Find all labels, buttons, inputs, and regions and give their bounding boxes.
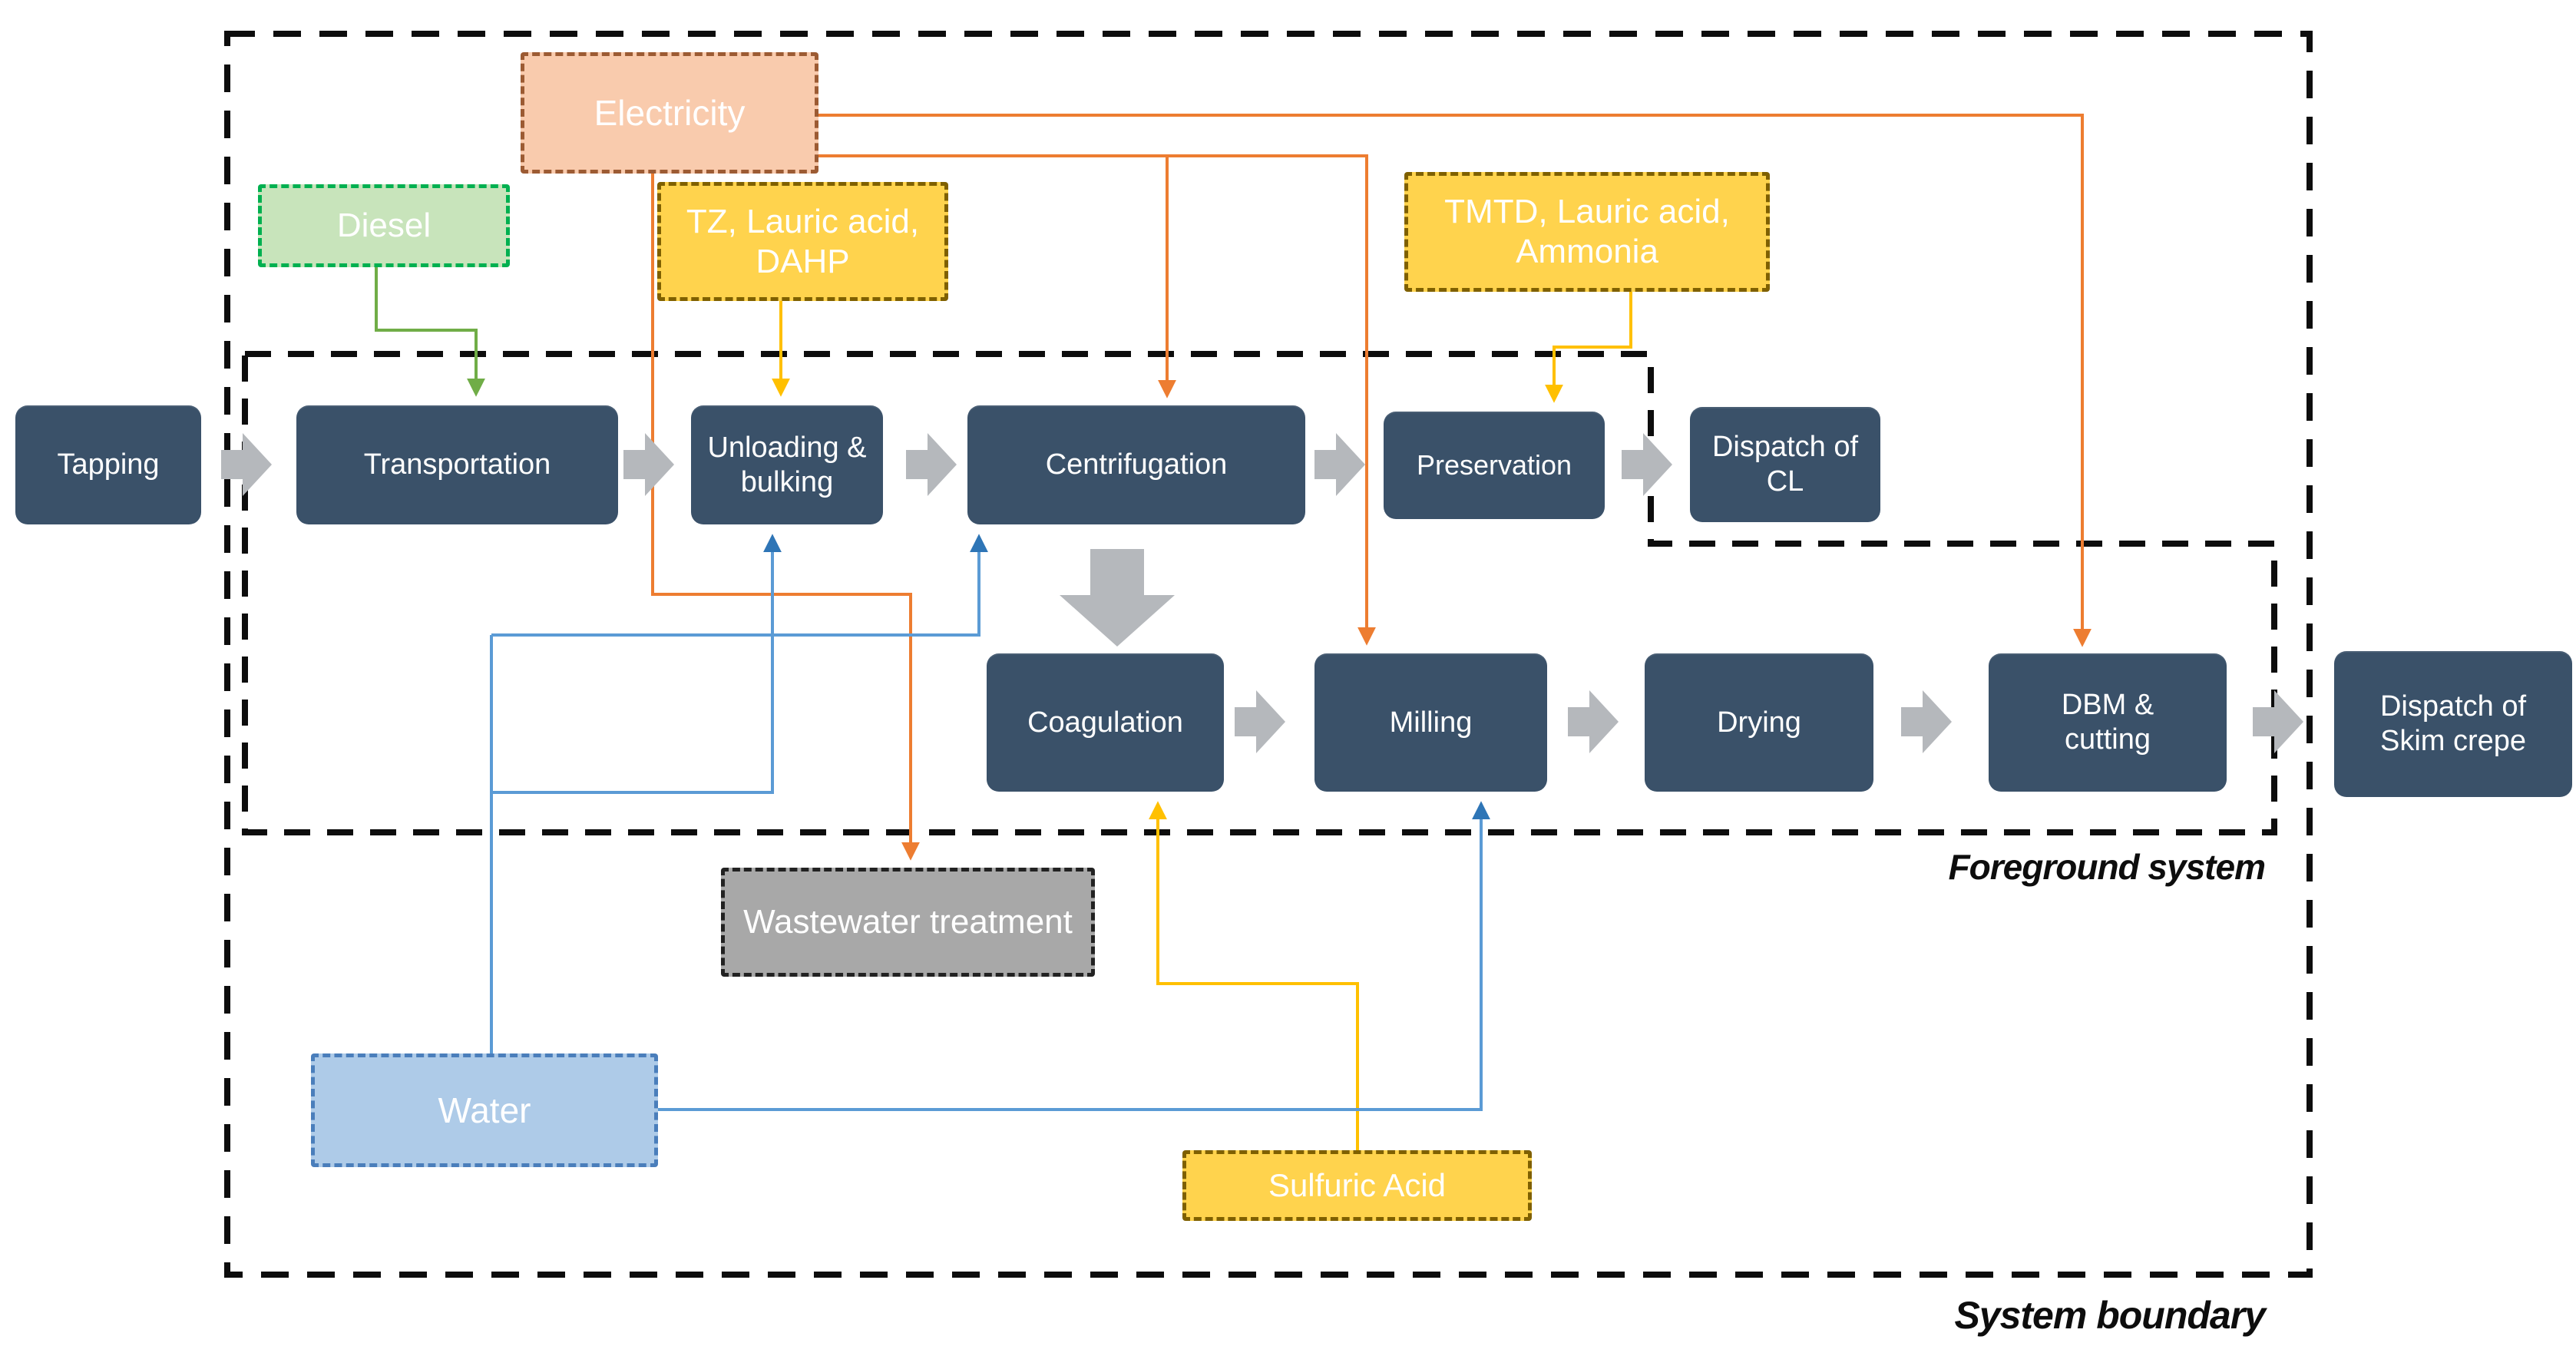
- process-box-transportation: Transportation: [296, 405, 618, 524]
- process-label-dbm-cutting: DBM & cutting: [2061, 689, 2154, 756]
- foreground-boundary: [242, 351, 2277, 835]
- chevron-dbm-dispatchskim: [2253, 690, 2303, 753]
- process-label-dispatch-cl: Dispatch of CL: [1711, 431, 1859, 498]
- process-box-coagulation: Coagulation: [987, 653, 1224, 792]
- process-label-milling: Milling: [1389, 706, 1473, 739]
- process-label-tapping: Tapping: [57, 448, 160, 481]
- input-box-diesel: Diesel: [258, 184, 510, 267]
- input-label-tmtd: TMTD, Lauric acid, Ammonia: [1444, 193, 1730, 270]
- input-box-sulfuric: Sulfuric Acid: [1182, 1150, 1532, 1221]
- process-label-centrifugation: Centrifugation: [1045, 448, 1228, 481]
- input-label-wastewater: Wastewater treatment: [743, 903, 1073, 941]
- process-label-dispatch-skim: Dispatch of Skim crepe: [2379, 690, 2527, 757]
- chevron-preservation-dispatchcl: [1622, 433, 1672, 496]
- system-boundary: [224, 31, 2313, 1278]
- process-box-milling: Milling: [1314, 653, 1547, 792]
- input-box-tmtd: TMTD, Lauric acid, Ammonia: [1404, 172, 1770, 292]
- process-box-unloading: Unloading & bulking: [691, 405, 883, 524]
- flow-tmtd-to-preservation: [1545, 292, 1632, 403]
- flow-water-to-milling: [658, 801, 1490, 1111]
- flow-sulfuric-to-coagulation: [1149, 801, 1359, 1150]
- input-label-sulfuric: Sulfuric Acid: [1268, 1167, 1447, 1204]
- input-label-tz: TZ, Lauric acid, DAHP: [686, 202, 920, 280]
- input-box-wastewater: Wastewater treatment: [721, 868, 1095, 977]
- process-box-preservation: Preservation: [1384, 412, 1605, 519]
- flow-diesel-to-transportation: [375, 267, 485, 397]
- process-label-unloading: Unloading & bulking: [707, 431, 867, 498]
- input-label-water: Water: [438, 1090, 531, 1130]
- chevron-transportation-unloading: [623, 433, 674, 496]
- process-box-tapping: Tapping: [15, 405, 201, 524]
- input-box-tz: TZ, Lauric acid, DAHP: [657, 182, 948, 301]
- chevron-milling-drying: [1568, 690, 1619, 753]
- chevron-centrifugation-preservation: [1314, 433, 1365, 496]
- chevron-centrifugation-coagulation-down: [1060, 549, 1175, 647]
- process-label-preservation: Preservation: [1416, 448, 1572, 481]
- foreground-system-label: Foreground system: [1948, 847, 2266, 887]
- input-label-diesel: Diesel: [336, 207, 432, 245]
- input-box-electricity: Electricity: [521, 52, 818, 174]
- process-label-coagulation: Coagulation: [1027, 706, 1183, 739]
- flow-electricity-to-dbm: [814, 114, 2092, 647]
- chevron-tapping-transportation: [221, 433, 272, 496]
- chevron-unloading-centrifugation: [906, 433, 957, 496]
- chevron-drying-dbm: [1901, 690, 1952, 753]
- chevron-coagulation-milling: [1235, 690, 1285, 753]
- flow-electricity-to-wastewater: [651, 173, 920, 861]
- process-box-centrifugation: Centrifugation: [967, 405, 1305, 524]
- input-label-electricity: Electricity: [594, 92, 746, 133]
- system-boundary-label: System boundary: [1954, 1294, 2266, 1337]
- process-label-transportation: Transportation: [363, 448, 551, 481]
- process-box-dispatch-skim: Dispatch of Skim crepe: [2334, 651, 2572, 797]
- flow-electricity-to-milling: [814, 154, 1376, 646]
- process-box-dbm-cutting: DBM & cutting: [1989, 653, 2227, 792]
- flow-water-to-unloading: [491, 534, 782, 794]
- process-label-drying: Drying: [1717, 706, 1801, 739]
- process-box-dispatch-cl: Dispatch of CL: [1690, 407, 1880, 522]
- process-box-drying: Drying: [1645, 653, 1873, 792]
- flow-water-to-centrifugation: [491, 534, 988, 637]
- input-box-water: Water: [311, 1053, 658, 1167]
